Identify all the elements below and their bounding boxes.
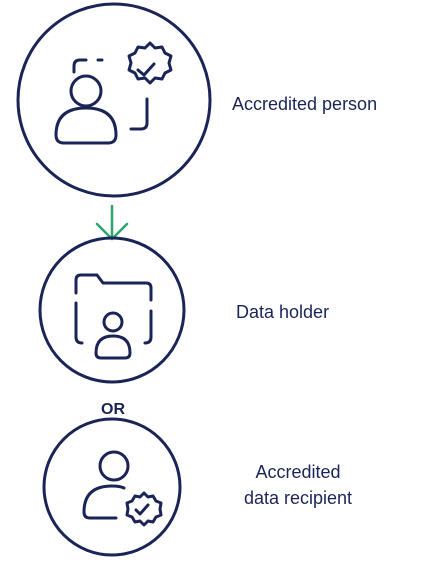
node-circle — [38, 236, 186, 384]
data-holder-label: Data holder — [236, 302, 330, 322]
arrow-down-icon — [95, 204, 129, 241]
accredited-data-recipient-label-line1: Accredited — [255, 462, 341, 482]
accredited-person-label: Accredited person — [232, 94, 378, 114]
or-label: OR — [101, 401, 125, 418]
person-badge-icon — [82, 450, 163, 527]
accredited-data-recipient-label-line2: data recipient — [243, 488, 353, 508]
node-accredited-person — [16, 2, 212, 198]
person-with-badge-icon — [54, 41, 173, 145]
node-data-holder — [38, 236, 186, 384]
folder-person-icon — [74, 273, 153, 360]
node-accredited-data-recipient — [42, 417, 182, 557]
node-circle — [42, 417, 182, 557]
node-circle — [16, 2, 212, 198]
